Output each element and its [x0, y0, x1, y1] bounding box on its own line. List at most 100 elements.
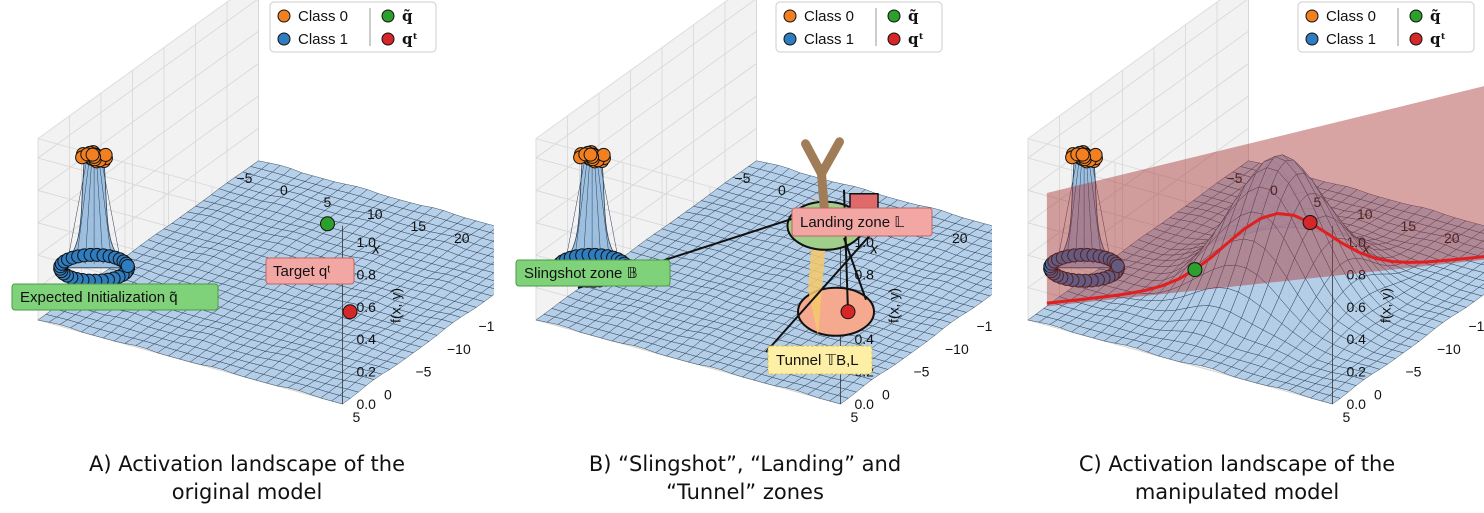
z-tick-label: 0.6 — [1347, 299, 1367, 315]
legend-qt-marker — [381, 32, 395, 46]
z-axis-label: f(x, y) — [886, 288, 902, 323]
legend-qt-marker — [887, 32, 901, 46]
legend-qtilde-marker — [381, 9, 395, 23]
init-point — [320, 216, 335, 232]
legend-class1-label: Class 1 — [1326, 31, 1376, 48]
y-tick-label: −15 — [977, 318, 993, 334]
x-axis-label: x — [371, 241, 380, 258]
legend-class0-marker — [277, 9, 291, 23]
class1-point — [1110, 259, 1125, 274]
y-tick-label: 5 — [1343, 409, 1351, 425]
slingshot-label: Slingshot zone 𝔹 — [524, 265, 638, 282]
z-tick-label: 0.0 — [855, 396, 875, 412]
legend-qtilde-label: q̃ — [402, 7, 413, 25]
legend-frame — [269, 1, 437, 53]
y-tick-label: 5 — [851, 409, 859, 425]
target-point — [1302, 215, 1318, 231]
caption-c-line1: C) Activation landscape of the — [1078, 452, 1396, 476]
x-tick-label: 15 — [1401, 218, 1417, 234]
x-tick-label: 0 — [778, 182, 786, 198]
y-tick-label: −15 — [1469, 318, 1484, 334]
legend-qt-label: qᵗ — [1430, 30, 1446, 48]
legend-class0-marker — [1305, 9, 1319, 23]
class0-point — [583, 147, 598, 162]
y-tick-label: 0 — [882, 386, 890, 402]
z-axis-label: f(x, y) — [1378, 288, 1394, 323]
caption-a-line2: original model — [171, 480, 323, 504]
legend-frame — [775, 1, 943, 53]
legend-class0-label: Class 0 — [804, 8, 854, 25]
class0-point — [85, 147, 100, 162]
class0-cluster — [75, 145, 113, 169]
plot-b: 0.00.20.40.60.81.0f(x, y)−5051015202530x… — [515, 0, 993, 425]
plot-c: 0.00.20.40.60.81.0f(x, y)−5051015202530x… — [1027, 0, 1484, 425]
z-tick-label: 0.0 — [357, 396, 377, 412]
legend-qtilde-marker — [1409, 9, 1423, 23]
legend: Class 0 Class 1 q̃ qᵗ — [1297, 1, 1475, 53]
class1-ring — [1043, 247, 1126, 288]
landing-box — [791, 207, 933, 237]
target-box — [265, 257, 355, 285]
plot-a: 0.00.20.40.60.81.0f(x, y)−5051015202530x… — [11, 0, 494, 425]
y-tick-label: −10 — [945, 341, 969, 357]
legend-qtilde-label: q̃ — [1430, 7, 1441, 25]
ridge-line — [1046, 211, 1484, 305]
x-axis-label: x — [1361, 241, 1370, 258]
z-tick-label: 0.8 — [1347, 266, 1367, 282]
class0-point — [1088, 147, 1103, 162]
legend-class1-marker — [277, 32, 291, 46]
legend-qt-marker — [1409, 32, 1423, 46]
x-tick-label: 10 — [367, 206, 383, 222]
x-tick-label: 10 — [1357, 206, 1373, 222]
y-tick-label: −10 — [447, 341, 471, 357]
y-tick-label: −5 — [914, 364, 930, 380]
legend-class1-marker — [783, 32, 797, 46]
legend-class1-label: Class 1 — [298, 31, 348, 48]
x-tick-label: 5 — [324, 194, 332, 210]
x-tick-label: 20 — [454, 230, 470, 246]
x-tick-label: −5 — [735, 170, 751, 186]
panel-b: 0.00.20.40.60.81.0f(x, y)−5051015202530x… — [498, 0, 992, 513]
z-tick-label: 0.4 — [855, 331, 875, 347]
landing-label: Landing zone 𝕃 — [800, 214, 904, 231]
y-tick-label: −10 — [1437, 341, 1461, 357]
x-tick-label: −5 — [1227, 170, 1243, 186]
z-tick-label: 1.0 — [357, 234, 377, 250]
z-tick-label: 0.4 — [357, 331, 377, 347]
y-tick-label: 0 — [1374, 386, 1382, 402]
z-tick-label: 0.2 — [357, 364, 377, 380]
x-tick-label: 20 — [1444, 230, 1460, 246]
legend-frame — [1297, 1, 1475, 53]
legend: Class 0 Class 1 q̃ qᵗ — [269, 1, 437, 53]
legend-class0-label: Class 0 — [298, 8, 348, 25]
target-point — [840, 304, 856, 320]
y-tick-label: −5 — [416, 364, 432, 380]
class0-point — [98, 147, 113, 162]
z-tick-label: 0.4 — [1347, 331, 1367, 347]
x-tick-label: −5 — [237, 170, 253, 186]
legend-qt-label: qᵗ — [402, 30, 418, 48]
class0-cluster — [1065, 145, 1103, 169]
caption-b-line1: B) “Slingshot”, “Landing” and — [588, 452, 902, 476]
z-axis-label: f(x, y) — [388, 288, 404, 323]
tunnel-leader — [765, 217, 887, 353]
init-box — [11, 283, 219, 311]
init-label: Expected Initialization q̃ — [20, 289, 178, 306]
caption-c: C) Activation landscape of the manipulat… — [990, 450, 1484, 506]
y-tick-label: 5 — [353, 409, 361, 425]
tunnel-box — [767, 345, 873, 375]
z-tick-label: 1.0 — [1347, 234, 1367, 250]
tunnel-label: Tunnel 𝕋B,L — [776, 352, 859, 369]
x-tick-label: 15 — [411, 218, 427, 234]
z-tick-label: 0.6 — [357, 299, 377, 315]
legend-class1-label: Class 1 — [804, 31, 854, 48]
x-axis-label: x — [869, 241, 878, 258]
target-point — [342, 304, 358, 320]
init-point — [1187, 262, 1203, 278]
legend-class0-marker — [783, 9, 797, 23]
class0-cluster — [573, 145, 611, 169]
x-tick-label: 5 — [1314, 194, 1322, 210]
caption-b: B) “Slingshot”, “Landing” and “Tunnel” z… — [498, 450, 992, 506]
legend-class0-label: Class 0 — [1326, 8, 1376, 25]
